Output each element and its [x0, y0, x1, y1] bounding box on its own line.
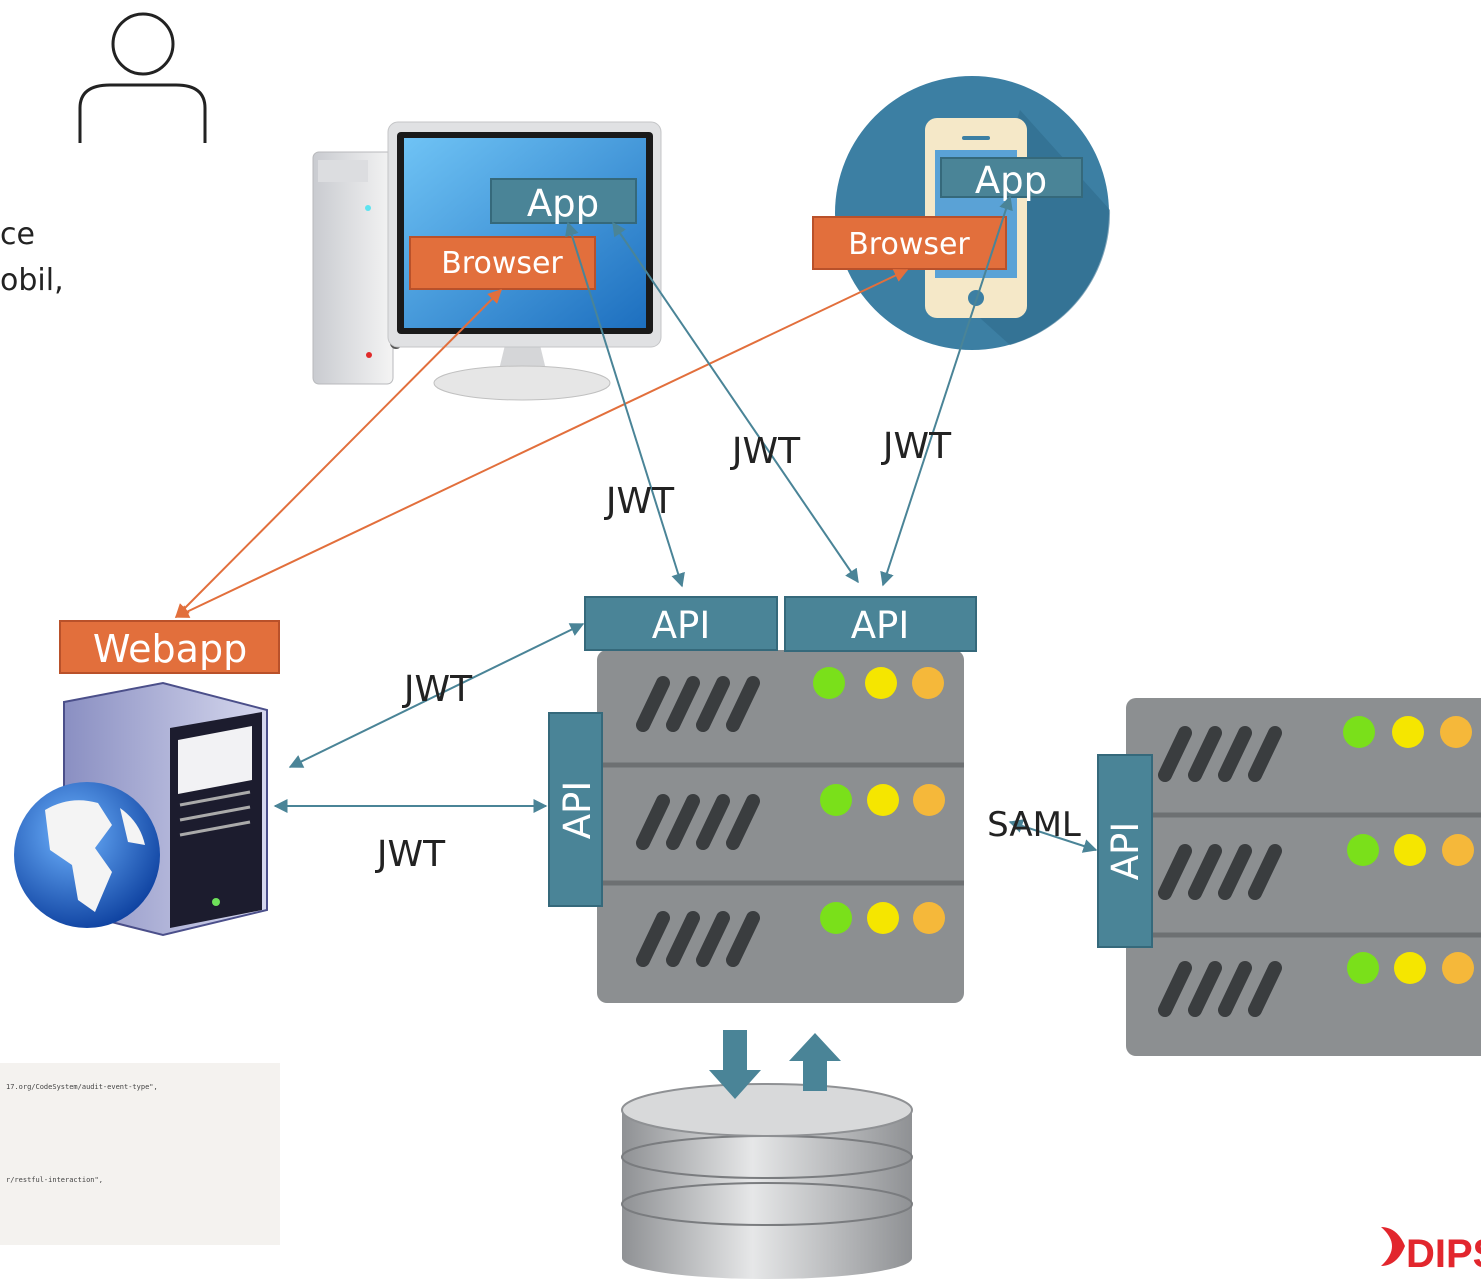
jwt-label-webapp-upper: JWT: [402, 669, 473, 710]
desktop-app-box: App: [490, 178, 637, 225]
desktop-browser-box: Browser: [409, 236, 596, 290]
arrow-webapp-api-top: [288, 623, 585, 768]
api-external-label: API: [1104, 822, 1147, 881]
globe-icon: [14, 782, 160, 928]
code-line-2: r/restful-interaction",: [6, 1176, 103, 1184]
arrow-saml: [1008, 819, 1098, 853]
api-box-external: API: [1097, 754, 1153, 948]
webapp-label: Webapp: [93, 627, 247, 671]
desktop-browser-label: Browser: [441, 246, 563, 281]
database-icon: [621, 1083, 913, 1279]
logo-text: DIPS: [1406, 1232, 1481, 1276]
saml-label: SAML: [987, 805, 1081, 845]
api-box-top-right: API: [784, 596, 977, 652]
mobile-browser-label: Browser: [848, 227, 970, 262]
db-arrow-up-icon: [789, 1033, 841, 1091]
mobile-app-box: App: [940, 157, 1083, 202]
code-snippet: 17.org/CodeSystem/audit-event-type", r/r…: [0, 1063, 280, 1245]
arrow-mobile-app-api: [880, 195, 1013, 587]
api-top-right-label: API: [851, 604, 910, 647]
mobile-app-label: App: [975, 159, 1047, 202]
dips-logo: DIPS: [1381, 1227, 1481, 1276]
jwt-label-webapp-lower: JWT: [375, 834, 446, 875]
external-server-rack: [1126, 698, 1481, 1056]
api-box-top-left: API: [584, 596, 778, 651]
api-box-side: API: [548, 712, 603, 907]
desktop-app-label: App: [527, 182, 599, 225]
api-top-left-label: API: [652, 604, 711, 647]
jwt-label-cross: JWT: [730, 431, 801, 472]
db-arrow-down-icon: [709, 1030, 761, 1099]
jwt-label-mobile-app: JWT: [881, 426, 952, 467]
user-icon: [78, 12, 207, 143]
jwt-label-desktop-app: JWT: [604, 481, 675, 522]
code-line-1: 17.org/CodeSystem/audit-event-type",: [6, 1083, 158, 1091]
arrow-desktop-app-api-right: [612, 221, 859, 584]
partial-text-line1: ce: [0, 217, 35, 252]
mobile-browser-box: Browser: [812, 216, 1007, 270]
main-server-rack: [597, 650, 964, 1003]
api-side-label: API: [556, 781, 599, 840]
webapp-box: Webapp: [59, 620, 280, 674]
partial-text-line2: obil,: [0, 263, 64, 298]
